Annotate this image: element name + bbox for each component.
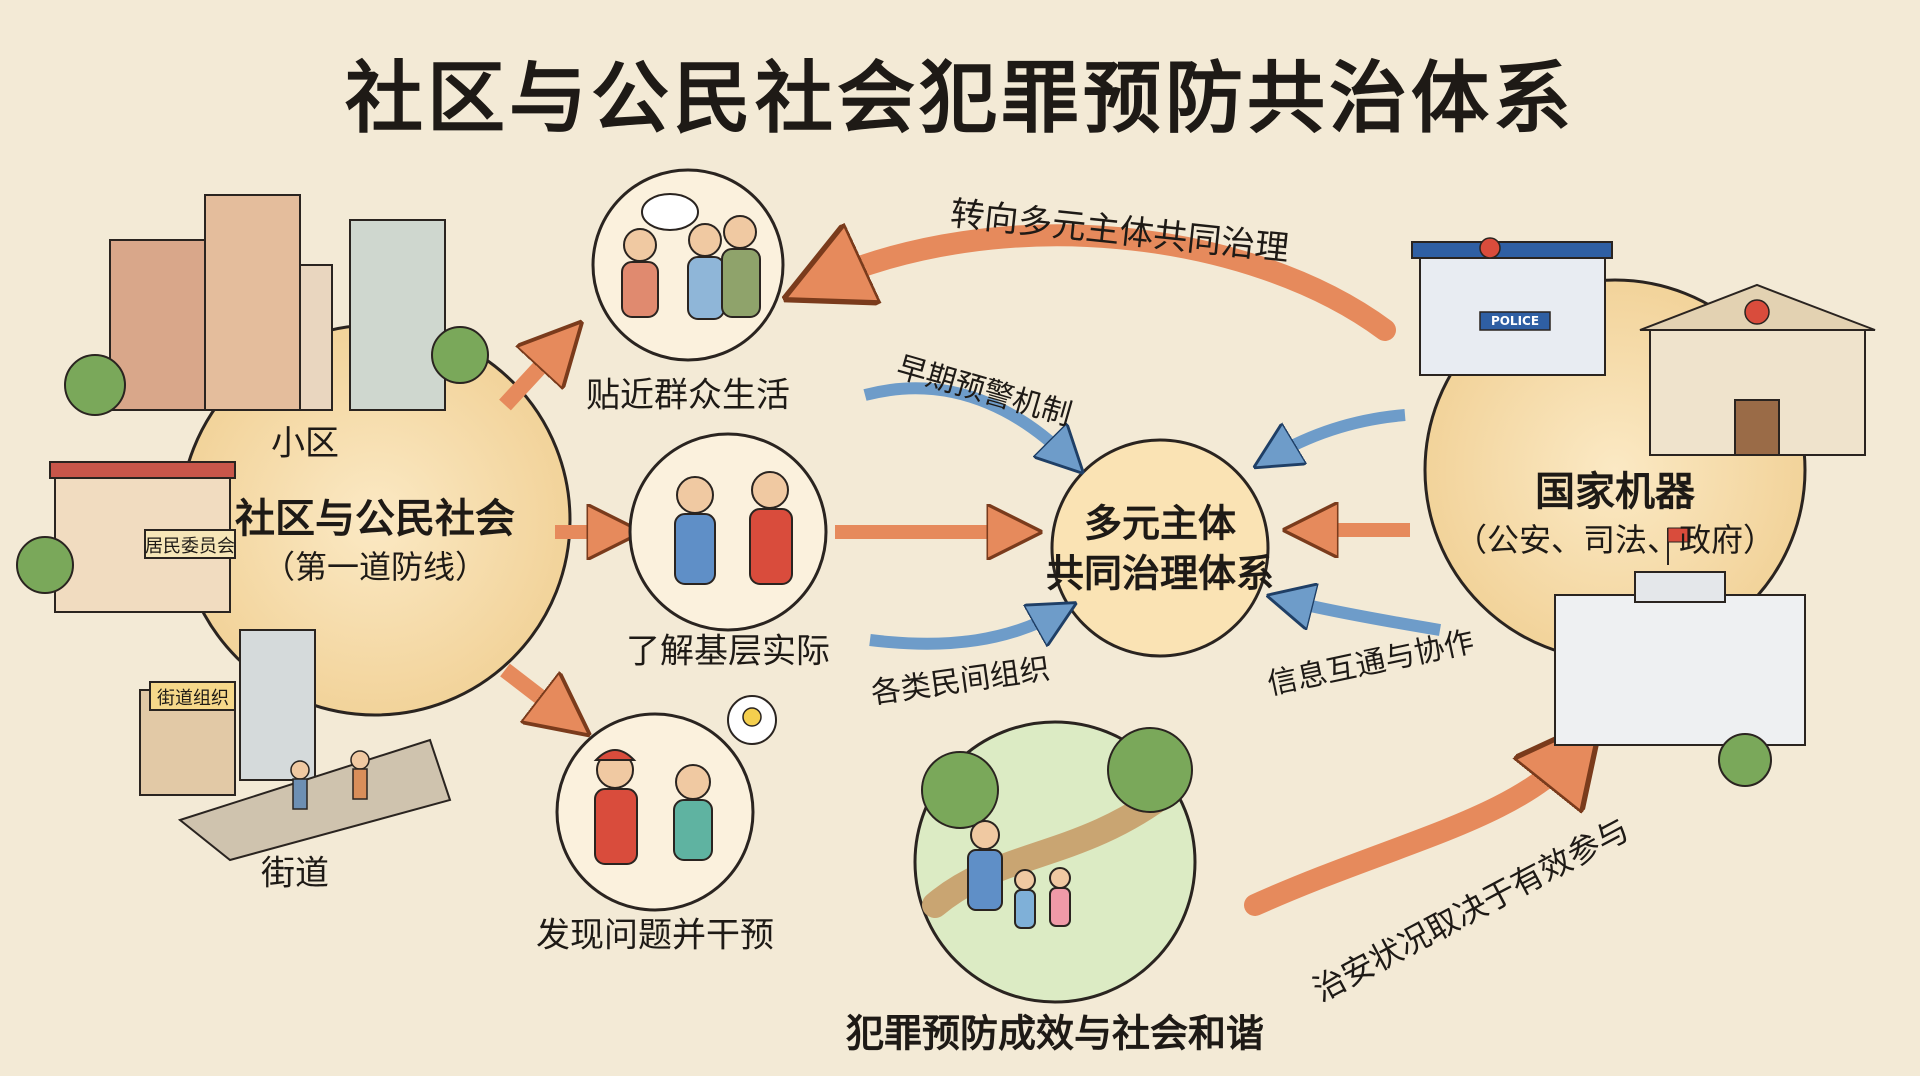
- arrow-to-intervene: [500, 663, 570, 720]
- arrow-civil-orgs: [869, 612, 1060, 650]
- residents-committee-illustration: [16, 461, 236, 613]
- state-title: 国家机器: [1535, 469, 1695, 515]
- government-building-illustration: [1554, 527, 1806, 787]
- state-subtitle: （公安、司法、政府）: [1454, 521, 1776, 559]
- center-line1: 多元主体: [1083, 501, 1237, 546]
- community-subtitle: （第一道防线）: [262, 548, 488, 586]
- arrow-top-arc: [815, 235, 1396, 341]
- people-survey-illustration: [674, 471, 793, 585]
- arrow-to-close-life: [499, 340, 565, 411]
- street-illustration: [139, 629, 452, 862]
- page-title: 社区与公民社会犯罪预防共治体系: [344, 54, 1575, 144]
- sign-street-organization: 街道组织: [157, 688, 229, 709]
- label-outcome: 犯罪预防成效与社会和谐: [845, 1011, 1265, 1056]
- arrow-state-blue-top: [1270, 409, 1406, 458]
- label-find-and-intervene: 发现问题并干预: [536, 915, 774, 956]
- arrow-info-share: [1285, 600, 1441, 636]
- scene-intervene: [555, 712, 755, 912]
- courthouse-illustration: [1639, 283, 1876, 456]
- label-close-to-people: 贴近群众生活: [586, 375, 790, 416]
- center-circle: [1050, 438, 1270, 658]
- arrow-bottom-right: [1244, 745, 1580, 916]
- center-line2: 共同治理体系: [1045, 551, 1275, 596]
- people-chat-illustration: [621, 193, 761, 320]
- label-xiaoqu: 小区: [271, 423, 339, 464]
- people-intervene-illustration: [593, 695, 777, 865]
- scene-grassroots: [628, 432, 828, 632]
- community-title: 社区与公民社会: [235, 496, 515, 542]
- park-illustration: [921, 727, 1193, 929]
- police-sign: POLICE: [1490, 314, 1540, 328]
- apartment-buildings-illustration: [64, 194, 489, 416]
- label-jiedao: 街道: [261, 853, 329, 894]
- arrow-early-warning: [863, 382, 1070, 460]
- police-station-illustration: [1411, 237, 1613, 376]
- label-understand-grassroots: 了解基层实际: [626, 631, 830, 672]
- sign-residents-committee: 居民委员会: [145, 536, 235, 557]
